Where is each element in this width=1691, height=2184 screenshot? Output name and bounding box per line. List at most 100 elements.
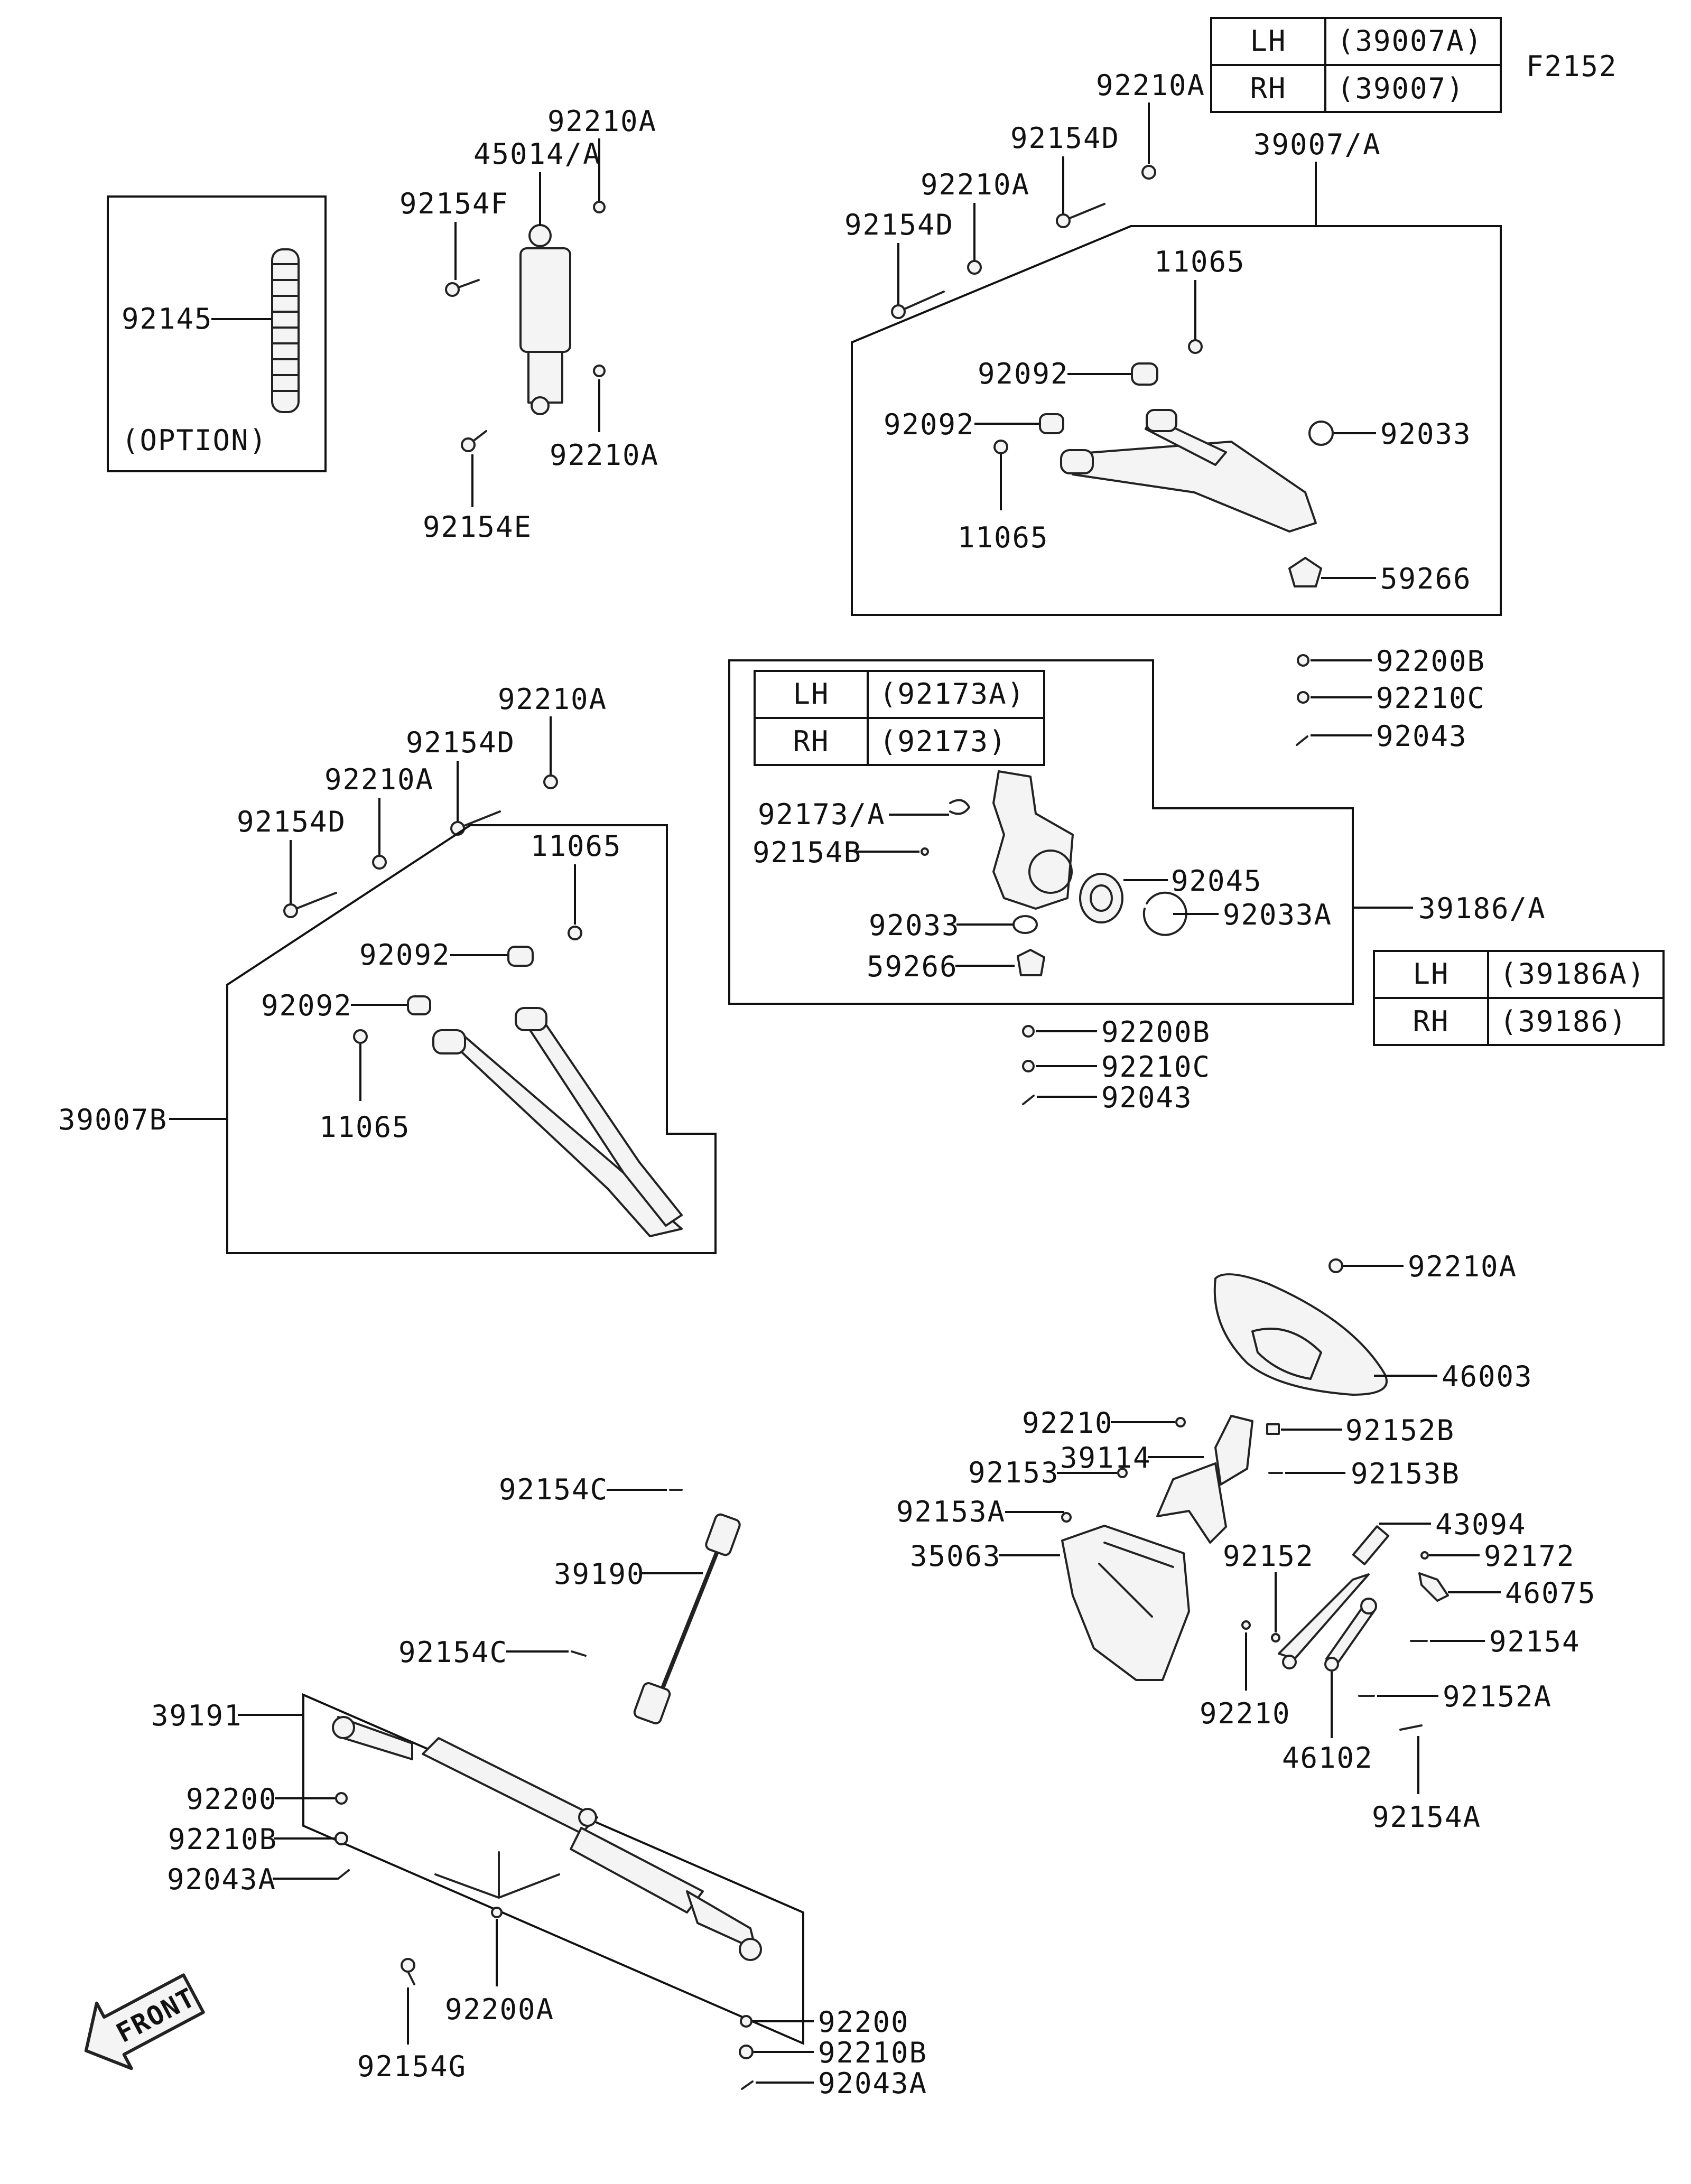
callout-92200B-a: 92200B [1376,645,1485,678]
knuckle-assy-box [728,659,1354,1005]
callout-92043A-b: 92043A [818,2067,927,2100]
table-side-rh: RH [1250,72,1286,105]
callout-43094: 43094 [1435,1508,1527,1541]
coil-spring-part [271,248,300,413]
callout-92154D-c: 92154D [406,726,515,759]
damper-43094-part [1278,1525,1390,1669]
figure-code: F2152 [1526,50,1618,83]
tie-rod-46102-part [1324,1598,1377,1672]
callout-92154: 92154 [1489,1625,1581,1658]
callout-92152B: 92152B [1345,1414,1455,1447]
option-box [107,195,327,472]
steering-rack-assy-box [302,1693,804,2046]
callout-92092-d: 92092 [261,989,352,1022]
callout-92033A: 92033A [1223,898,1332,931]
callout-46075: 46075 [1505,1576,1596,1610]
callout-92200B-b: 92200B [1101,1015,1211,1049]
callout-11065-b: 11065 [958,521,1049,554]
callout-92145: 92145 [122,302,213,335]
upper-arm-table: LH (39007A) RH (39007) [1210,17,1502,113]
table-part-rh: (39007) [1337,72,1465,105]
knuckle-assy-part-lh: (39186A) [1500,957,1646,991]
callout-92210A-c: 92210A [1096,69,1205,102]
knuckle-side-lh: LH [793,677,829,711]
callout-92210-a: 92210 [1022,1406,1113,1440]
upper-a-arm-part [1060,409,1317,533]
callout-11065-d: 11065 [319,1110,411,1144]
callout-11065-c: 11065 [531,829,622,863]
control-bracket-35063-part [1061,1525,1190,1681]
callout-92200-a: 92200 [186,1782,277,1816]
lower-arm-assy-box [226,824,717,1254]
callout-92210C-b: 92210C [1101,1050,1211,1084]
table-side-lh: LH [1250,24,1286,58]
callout-92154C-a: 92154C [499,1473,608,1506]
callout-92210-b: 92210 [1200,1697,1291,1730]
callout-39186A: 39186/A [1418,892,1546,925]
knuckle-assy-table: LH (39186A) RH (39186) [1373,950,1665,1046]
callout-92092-a: 92092 [978,357,1069,390]
callout-92210A-g: 92210A [1408,1250,1517,1283]
callout-92210A-f: 92210A [324,763,434,796]
callout-92210A-a: 92210A [547,105,657,138]
steering-shaft-39190-part [633,1513,741,1725]
callout-92154B: 92154B [752,836,862,869]
callout-92173A: 92173/A [758,798,886,831]
callout-11065-a: 11065 [1154,245,1246,278]
knuckle-part-rh: (92173) [879,725,1007,758]
callout-92154G: 92154G [357,2050,467,2083]
callout-92092-c: 92092 [359,938,451,972]
knuckle-assy-side-rh: RH [1413,1005,1449,1038]
callout-92033-a: 92033 [1380,417,1472,451]
callout-35063: 35063 [910,1539,1001,1573]
callout-59266-b: 59266 [867,950,958,983]
callout-92210B-b: 92210B [818,2036,927,2069]
callout-92172: 92172 [1484,1539,1575,1573]
callout-92152A: 92152A [1443,1680,1552,1713]
table-part-lh: (39007A) [1337,24,1483,58]
callout-59266-a: 59266 [1380,562,1472,595]
callout-39007B: 39007B [58,1103,168,1136]
callout-92154A: 92154A [1372,1800,1481,1834]
callout-45014A: 45014/A [473,137,601,171]
knuckle-assy-side-lh: LH [1413,957,1449,991]
callout-92200A: 92200A [445,1993,554,2026]
knuckle-side-rh: RH [793,725,829,758]
callout-92154D-d: 92154D [237,805,346,838]
callout-39190: 39190 [554,1557,645,1591]
callout-92033-b: 92033 [869,909,960,942]
callout-39007A: 39007/A [1253,128,1381,161]
callout-92152: 92152 [1223,1539,1314,1573]
callout-92210A-d: 92210A [921,168,1030,201]
front-direction-arrow: FRONT [84,1973,205,2070]
callout-92210A-b: 92210A [550,438,659,472]
steering-wheel-part [1213,1273,1388,1396]
callout-39191: 39191 [151,1699,243,1732]
callout-46102: 46102 [1282,1741,1373,1775]
callout-92210A-e: 92210A [498,683,607,716]
steering-knuckle-part [992,770,1074,910]
callout-92210B-a: 92210B [168,1823,277,1856]
upper-arm-assy-box [851,225,1502,616]
callout-92154C-b: 92154C [398,1636,508,1669]
callout-92200-b: 92200 [818,2005,909,2039]
option-note: (OPTION) [122,424,267,457]
steering-column-bracket-part [1156,1415,1253,1544]
callout-39114: 39114 [1060,1441,1151,1474]
callout-92045: 92045 [1171,864,1262,898]
callout-46003: 46003 [1442,1360,1533,1393]
shock-absorber-part [519,224,571,415]
bearing-92045-part [1079,873,1123,923]
callout-92154E: 92154E [423,510,532,544]
callout-92092-b: 92092 [884,408,975,441]
callout-92043-b: 92043 [1101,1081,1193,1114]
callout-92153-a: 92153 [968,1456,1060,1489]
callout-92210C-a: 92210C [1376,682,1485,715]
lower-a-arm-part [432,1007,683,1237]
knuckle-assy-part-rh: (39186) [1500,1005,1628,1038]
steering-rack-part [332,1716,762,1961]
callout-92043A-a: 92043A [167,1863,276,1896]
callout-92154D-b: 92154D [844,208,954,241]
